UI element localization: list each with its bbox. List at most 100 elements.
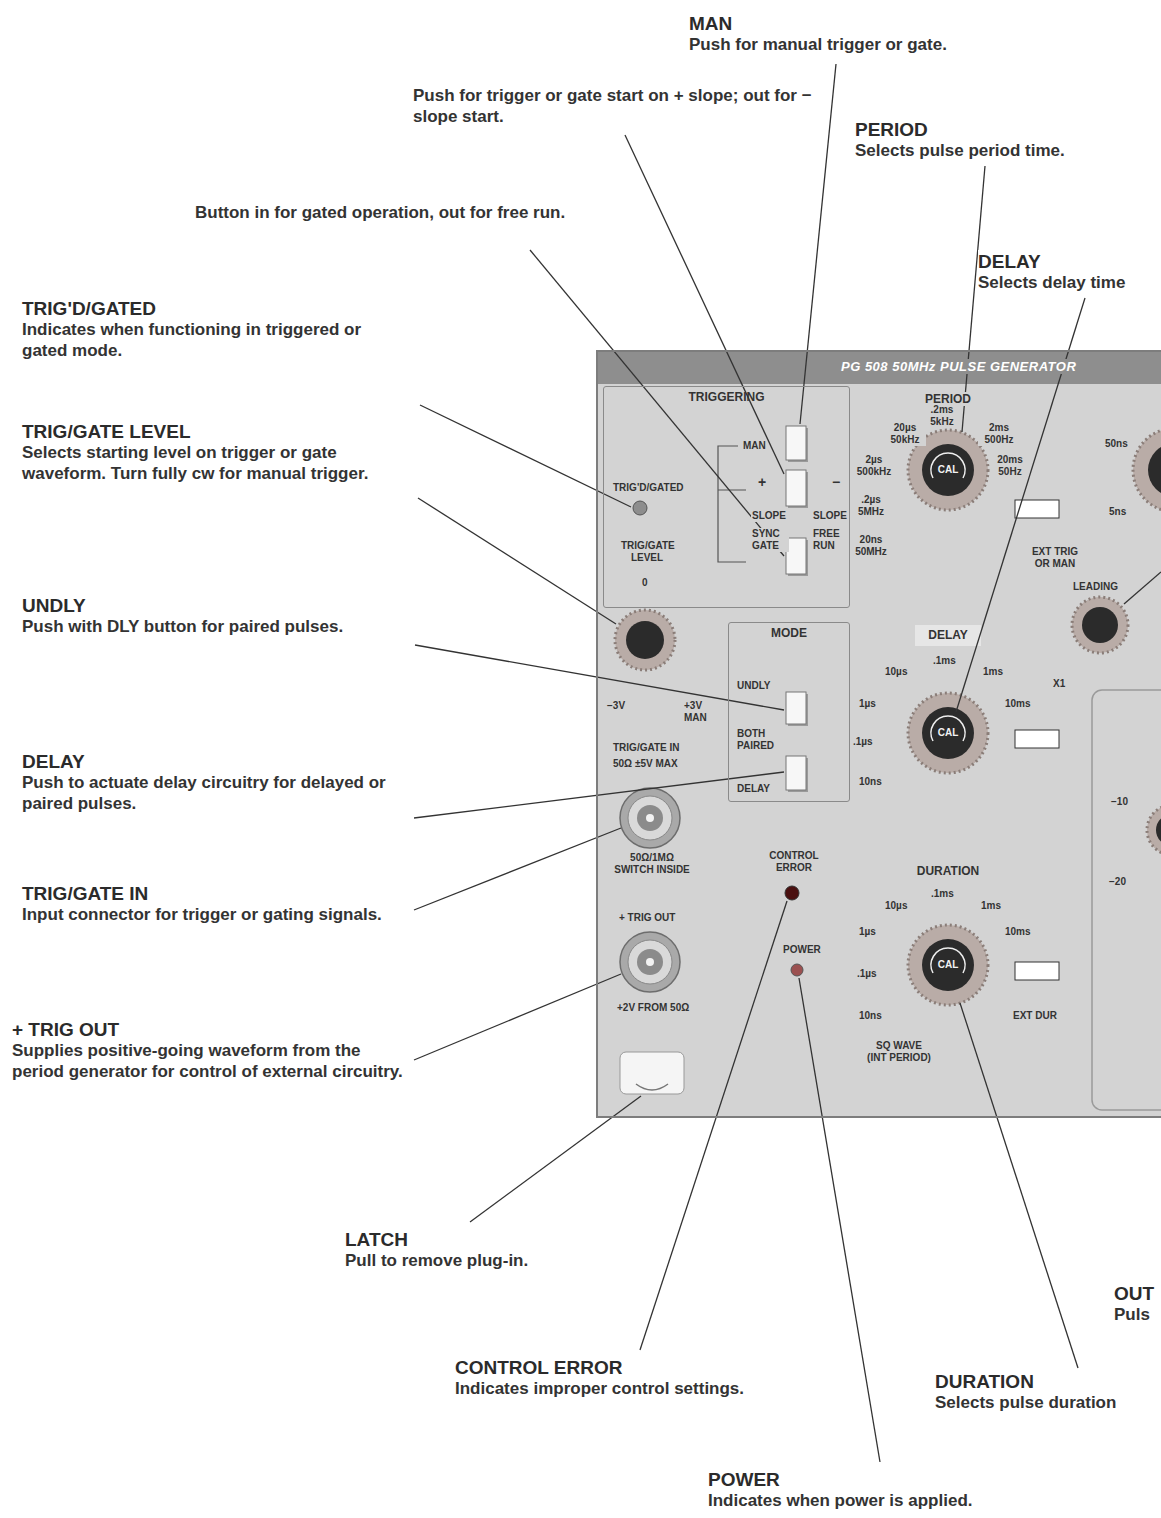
power-lamp xyxy=(791,964,803,976)
callout-text: Selects pulse duration xyxy=(935,1393,1116,1414)
control-error-lamp xyxy=(785,886,799,900)
level-knob-right xyxy=(1147,805,1161,855)
bnc-socket xyxy=(637,949,663,975)
panel-legend: .2ms 5kHz xyxy=(924,404,960,428)
panel-legend: SLOPE xyxy=(751,510,787,522)
panel-legend: TRIG/GATE LEVEL xyxy=(620,540,674,564)
callout-text: Push for trigger or gate start on + slop… xyxy=(413,86,813,127)
panel-legend: +3V MAN xyxy=(683,700,713,724)
bnc-pin xyxy=(646,814,654,822)
callout-heading: OUT xyxy=(1114,1282,1154,1305)
panel-legend: 10ns xyxy=(858,1010,883,1022)
callout-heading: DELAY xyxy=(22,750,85,773)
leader-line xyxy=(414,974,621,1060)
callout-text: Push for manual trigger or gate. xyxy=(689,35,947,56)
panel-legend: DELAY xyxy=(736,783,771,795)
callout-text: Push to actuate delay circuitry for dela… xyxy=(22,773,412,814)
panel-legend: SQ WAVE (INT PERIOD) xyxy=(865,1040,933,1064)
callout-text: Indicates when functioning in triggered … xyxy=(22,320,407,361)
panel-legend: TRIG/GATE IN xyxy=(612,742,680,754)
callout-text: Push with DLY button for paired pulses. xyxy=(22,617,417,638)
push-button xyxy=(786,756,806,790)
bnc-pin xyxy=(646,958,654,966)
panel-legend: 5ns xyxy=(1108,506,1127,518)
callout-heading: + TRIG OUT xyxy=(12,1018,119,1041)
cal-arc xyxy=(931,716,965,741)
delay-knob xyxy=(908,693,988,773)
trigd-lamp xyxy=(633,501,647,515)
panel-legend: 20ms 50Hz xyxy=(993,454,1027,478)
knob-skirt xyxy=(908,925,988,1005)
uncal-window xyxy=(1015,962,1059,980)
panel-legend: BOTH PAIRED xyxy=(736,728,780,752)
panel-legend: 1ms xyxy=(980,900,1002,912)
section-title: TRIGGERING xyxy=(604,387,849,404)
uncal-window xyxy=(1015,730,1059,748)
panel-legend: 10ns xyxy=(858,776,883,788)
knob-cap xyxy=(922,707,974,759)
latch-grip xyxy=(636,1084,668,1090)
panel-legend: 1µs xyxy=(858,926,877,938)
callout-text: Indicates improper control settings. xyxy=(455,1379,744,1400)
panel-legend: CONTROL ERROR xyxy=(762,850,826,874)
panel-legend: 10µs xyxy=(884,900,908,912)
knob-cap xyxy=(1148,443,1161,497)
push-button xyxy=(786,426,806,460)
panel-legend: TRIG'D/GATED xyxy=(612,482,685,494)
panel-legend: 0 xyxy=(641,577,649,589)
panel-legend: SLOPE xyxy=(812,510,848,522)
panel-legend: 50Ω ±5V MAX xyxy=(612,758,679,770)
latch xyxy=(620,1052,684,1094)
title-strip xyxy=(596,350,1161,384)
bnc-socket xyxy=(637,805,663,831)
push-button xyxy=(786,470,806,506)
cal-mark: CAL xyxy=(937,464,960,476)
panel-legend: EXT DUR xyxy=(1012,1010,1058,1022)
leader-line xyxy=(420,405,631,507)
cal-mark: CAL xyxy=(937,959,960,971)
slope-sign: − xyxy=(832,474,840,491)
knob-skirt xyxy=(615,610,675,670)
knob-skirt xyxy=(908,693,988,773)
push-button xyxy=(786,692,806,724)
cal-arc xyxy=(931,453,965,478)
leading-knob xyxy=(1072,597,1128,653)
bnc-shell xyxy=(620,788,680,848)
panel-legend: LEADING xyxy=(1072,581,1119,593)
callout-heading: TRIG/GATE LEVEL xyxy=(22,420,191,443)
triggering-section: TRIGGERING xyxy=(603,386,850,608)
slope-sign: + xyxy=(758,474,766,491)
panel-legend: 10ms xyxy=(1004,698,1032,710)
callout-text: Button in for gated operation, out for f… xyxy=(195,203,590,224)
panel-legend: POWER xyxy=(782,944,822,956)
panel-legend: +2V FROM 50Ω xyxy=(616,1002,690,1014)
mode-section: MODE xyxy=(728,622,850,802)
panel-legend: −3V xyxy=(606,700,626,712)
leader-line xyxy=(640,901,787,1350)
callout-heading: LATCH xyxy=(345,1228,408,1251)
sub-panel-outline xyxy=(1092,690,1161,1110)
callout-text: Selects delay time xyxy=(978,273,1125,294)
control-name: DURATION xyxy=(916,864,980,878)
panel-legend: .1µs xyxy=(856,968,878,980)
panel-title: PG 508 50MHz PULSE GENERATOR xyxy=(838,359,1079,374)
cal-mark: CAL xyxy=(937,727,960,739)
bnc-ring xyxy=(628,796,672,840)
delay-title-bar xyxy=(915,625,981,646)
panel-legend: .1µs xyxy=(852,736,874,748)
callout-heading: MAN xyxy=(689,12,732,35)
leader-line xyxy=(414,828,621,910)
panel-legend: 2µs 500kHz xyxy=(852,454,896,478)
duration-knob xyxy=(908,925,988,1005)
callout-heading: UNDLY xyxy=(22,594,86,617)
panel-legend: FREE RUN xyxy=(812,528,844,552)
bracket xyxy=(718,446,746,562)
transition-knob xyxy=(1133,428,1161,512)
panel-legend: 1µs xyxy=(858,698,877,710)
panel-legend: .1ms xyxy=(932,655,957,667)
callout-heading: DELAY xyxy=(978,250,1041,273)
callout-heading: TRIG'D/GATED xyxy=(22,297,156,320)
knob-cap xyxy=(922,444,974,496)
leader-line xyxy=(625,135,784,474)
callout-text: Indicates when power is applied. xyxy=(708,1491,973,1512)
